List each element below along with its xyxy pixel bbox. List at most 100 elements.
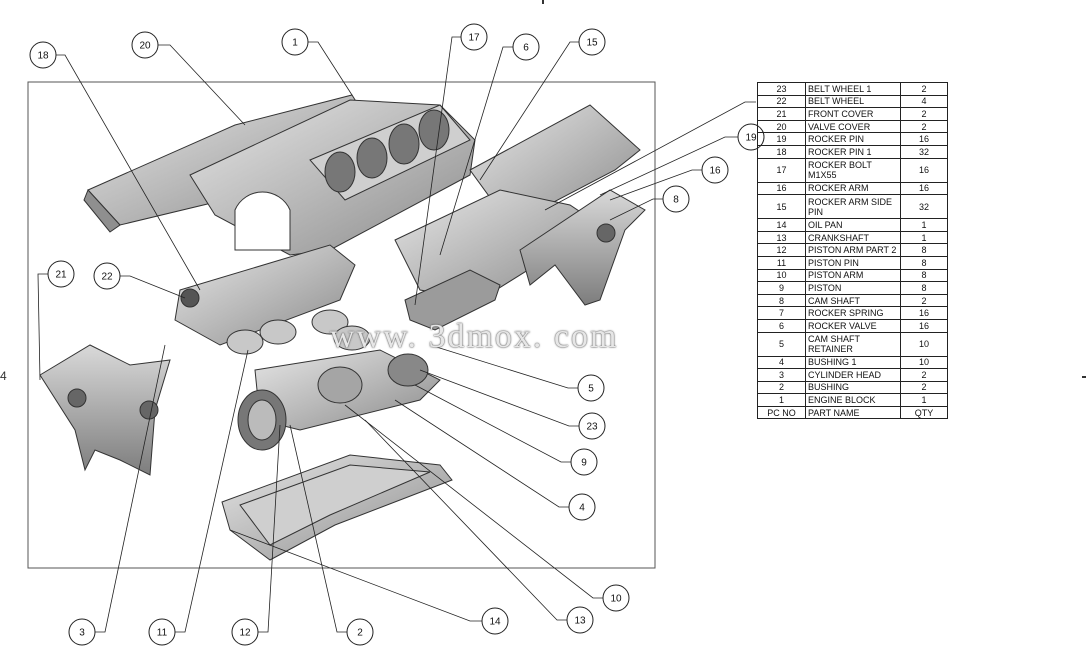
callout-4-label: 4 xyxy=(579,503,585,514)
callout-21 xyxy=(47,260,75,288)
parts-list-no-cell: 9 xyxy=(757,281,806,295)
callout-22 xyxy=(93,262,121,290)
callout-6 xyxy=(512,33,540,61)
engine-block xyxy=(189,99,476,256)
callout-14 xyxy=(481,607,509,635)
parts-list-qty-cell: 1 xyxy=(900,393,948,407)
watermark: www. 3dmox. com xyxy=(330,318,619,355)
parts-list-name-cell: CAM SHAFT RETAINER xyxy=(805,331,901,357)
callout-17-label: 17 xyxy=(468,33,480,44)
left-edge-mark: 4 xyxy=(0,369,7,383)
callout-5 xyxy=(577,374,605,402)
parts-list-qty-cell: 16 xyxy=(900,181,948,196)
callout-10 xyxy=(602,584,630,612)
parts-list-header-qty: QTY xyxy=(900,405,948,420)
parts-list-no-cell: 22 xyxy=(757,94,806,109)
parts-list-no-cell: 17 xyxy=(757,157,806,183)
callout-14-label: 14 xyxy=(489,617,501,628)
parts-list-name-cell: BELT WHEEL 1 xyxy=(805,82,901,96)
parts-list-name-cell: CAM SHAFT xyxy=(805,293,901,308)
parts-list-header-no: PC NO xyxy=(757,405,806,420)
callout-23 xyxy=(578,412,606,440)
parts-list-no-cell: 1 xyxy=(757,393,806,407)
parts-list-name-cell: BUSHING xyxy=(805,380,901,395)
callout-2 xyxy=(346,618,374,646)
callout-1-label: 1 xyxy=(292,38,298,49)
parts-list-name-cell: ROCKER PIN 1 xyxy=(805,144,901,159)
callout-12-label: 12 xyxy=(239,628,251,639)
parts-list-name-cell: ROCKER SPRING xyxy=(805,306,901,320)
parts-list-no-cell: 15 xyxy=(757,194,806,220)
callout-11-label: 11 xyxy=(157,628,168,639)
callout-13 xyxy=(566,606,594,634)
parts-list-no-cell: 7 xyxy=(757,306,806,320)
parts-list-name-cell: ENGINE BLOCK xyxy=(805,393,901,407)
parts-list-qty-cell: 10 xyxy=(900,331,948,357)
parts-list-name-cell: VALVE COVER xyxy=(805,119,901,134)
parts-list-no-cell: 23 xyxy=(757,82,806,96)
parts-list-no-cell: 20 xyxy=(757,119,806,134)
parts-list-qty-cell: 2 xyxy=(900,82,948,96)
callout-16 xyxy=(701,156,729,184)
oil-pan xyxy=(221,454,453,561)
parts-list-name-cell: ROCKER VALVE xyxy=(805,318,901,333)
parts-list-qty-cell: 2 xyxy=(900,368,948,382)
piston-crank-assembly xyxy=(226,309,441,451)
callout-18-label: 18 xyxy=(37,51,49,62)
parts-list-no-cell: 19 xyxy=(757,132,806,146)
callout-20-label: 20 xyxy=(139,41,151,52)
parts-list-qty-cell: 1 xyxy=(900,218,948,232)
parts-list-name-cell: ROCKER ARM xyxy=(805,181,901,196)
parts-list-qty-cell: 16 xyxy=(900,132,948,146)
parts-list-no-cell: 14 xyxy=(757,218,806,232)
callout-18 xyxy=(29,41,57,69)
callout-13-label: 13 xyxy=(574,616,586,627)
parts-list-no-cell: 21 xyxy=(757,107,806,121)
callout-5-label: 5 xyxy=(588,384,594,395)
parts-list-qty-cell: 4 xyxy=(900,94,948,109)
parts-list-name-cell: BUSHING 1 xyxy=(805,355,901,370)
callout-9 xyxy=(570,448,598,476)
callout-8 xyxy=(662,185,690,213)
parts-list-qty-cell: 1 xyxy=(900,230,948,245)
parts-list-name-cell: ROCKER ARM SIDE PIN xyxy=(805,194,901,220)
callout-22-label: 22 xyxy=(101,272,113,283)
callout-2-label: 2 xyxy=(357,628,363,639)
parts-list-qty-cell: 2 xyxy=(900,380,948,395)
callout-15-label: 15 xyxy=(586,38,598,49)
callout-17 xyxy=(460,23,488,51)
parts-list-name-cell: BELT WHEEL xyxy=(805,94,901,109)
callout-9-label: 9 xyxy=(581,458,587,469)
parts-list-no-cell: 18 xyxy=(757,144,806,159)
callout-19-label: 19 xyxy=(745,133,757,144)
callout-1 xyxy=(281,28,309,56)
parts-list-no-cell: 16 xyxy=(757,181,806,196)
parts-list-no-cell: 13 xyxy=(757,230,806,245)
parts-list-qty-cell: 8 xyxy=(900,281,948,295)
callout-20 xyxy=(131,31,159,59)
callout-4 xyxy=(568,493,596,521)
callout-8-label: 8 xyxy=(673,195,679,206)
front-cover-left xyxy=(39,344,171,476)
parts-list-no-cell: 6 xyxy=(757,318,806,333)
parts-list-no-cell: 11 xyxy=(757,255,806,270)
callout-15 xyxy=(578,28,606,56)
parts-list-qty-cell: 16 xyxy=(900,306,948,320)
